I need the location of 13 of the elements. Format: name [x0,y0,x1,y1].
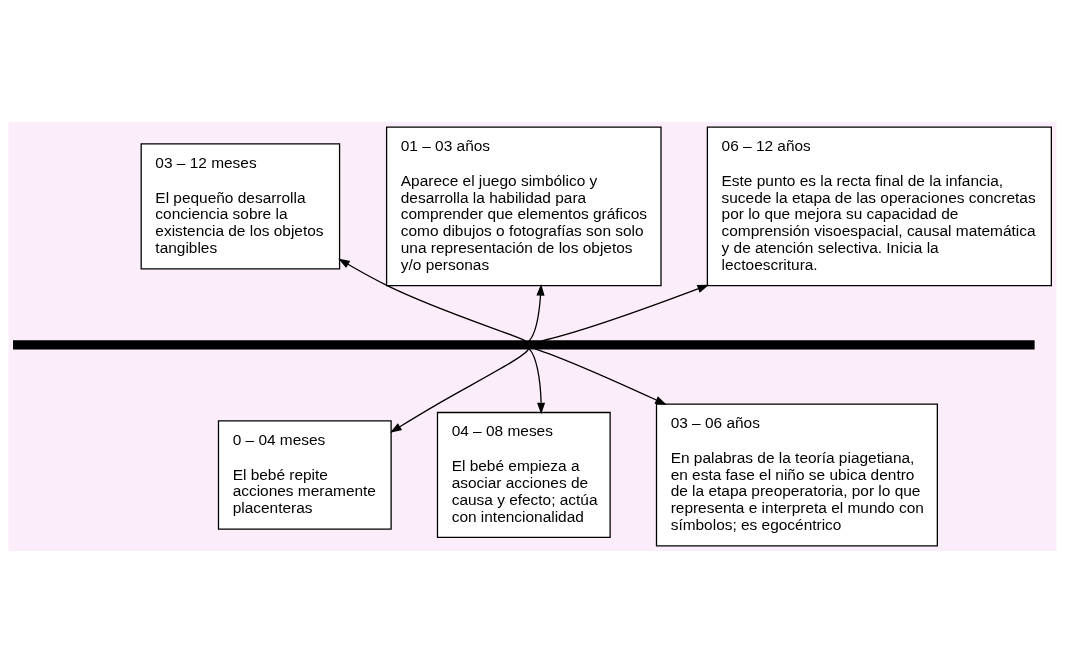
node-box: 0 – 04 meses El bebé repite acciones meramente placenteras [217,419,392,530]
arrow [390,348,530,433]
node-box: 03 – 06 años En palabras de la teoría piagetiana, en esta fase el niño se ubica dentro de la etapa preoperatoria, por lo que representa e interpreta el mundo con símbolos; es egocéntrico [655,403,938,546]
arrow [540,284,710,342]
arrow [338,258,526,341]
node-box: 06 – 12 años Este punto es la recta final de la infancia, sucede la etapa de las operaciones concretas por lo que mejora su capacidad de comprensión visoespacial, causal matemática y de atención selectiva. Inicia la lectoescritura. [706,126,1052,286]
node-box: 03 – 12 meses El pequeño desarrolla conciencia sobre la existencia de los objetos tangibles [140,142,341,269]
node-bar [13,339,1035,349]
node-box: 04 – 08 meses El bebé empieza a asociar acciones de causa y efecto; actúa con intencionalidad [436,411,611,538]
node-box: 01 – 03 años Aparece el juego simbólico y desarrolla la habilidad para comprender que elementos gráficos como dibujos o fotografías son solo una representación de los objetos y/o personas [385,126,662,286]
arrow [528,283,545,341]
arrow [534,347,667,405]
arrow [528,347,546,414]
